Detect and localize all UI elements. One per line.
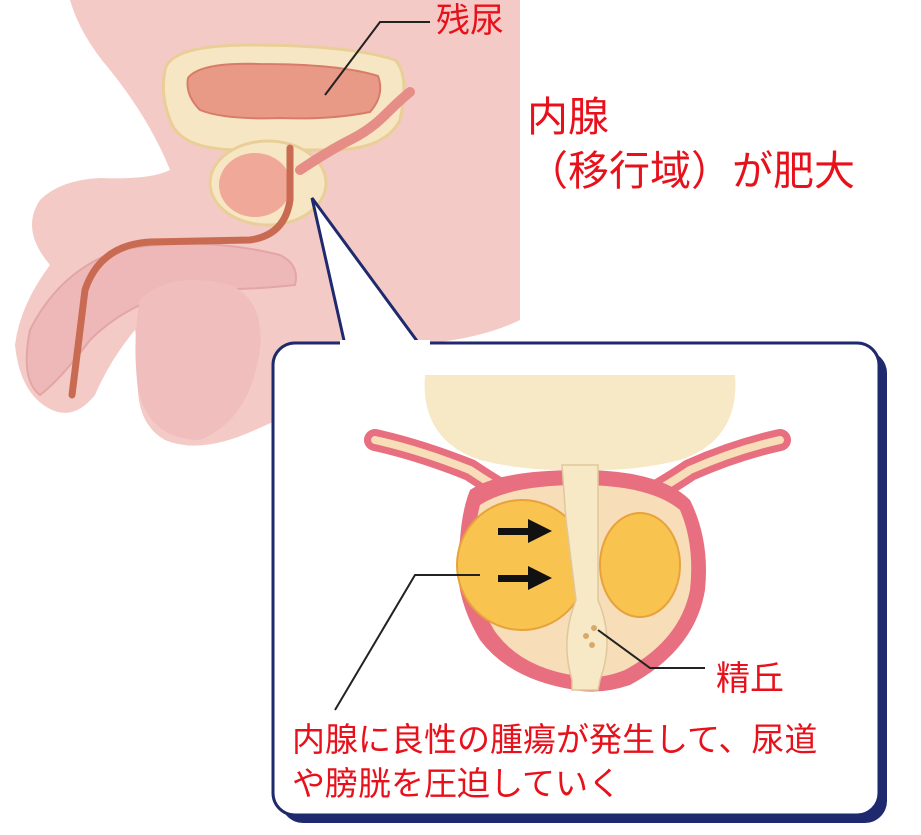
label-residual-urine: 残尿 (436, 2, 504, 41)
colliculus-dot (589, 642, 595, 648)
adenoma-right (600, 513, 680, 617)
label-inner-gland: 内腺 （移行域）が肥大 (527, 90, 855, 198)
label-seminal-colliculus: 精丘 (716, 660, 784, 699)
bladder-zoom (425, 375, 736, 470)
callout-caption: 内腺に良性の腫瘍が発生して、尿道 や膀胱を圧迫していく (292, 718, 912, 806)
label-inner-gland-line1: 内腺 (527, 90, 855, 144)
bladder-urine (188, 64, 381, 119)
caption-line2: や膀胱を圧迫していく (292, 762, 912, 806)
callout-connector-cover (340, 340, 430, 348)
colliculus-dot (591, 625, 597, 631)
caption-line1: 内腺に良性の腫瘍が発生して、尿道 (292, 718, 912, 762)
prostate-inner (219, 153, 291, 217)
label-inner-gland-line2: （移行域）が肥大 (527, 144, 855, 198)
colliculus-dot (583, 633, 589, 639)
